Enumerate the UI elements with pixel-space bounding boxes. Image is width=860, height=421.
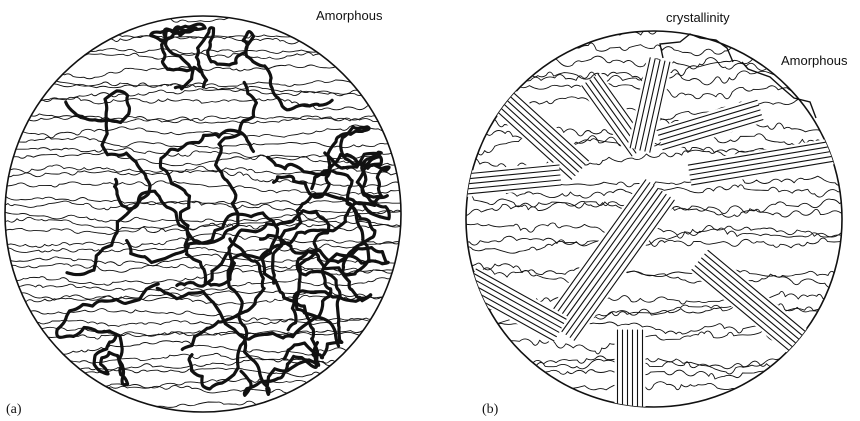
thin-chain [0, 341, 422, 355]
thin-chain [0, 264, 415, 274]
amorphous-label-b: Amorphous [781, 54, 847, 67]
amorphous-chain [456, 26, 856, 41]
amorphous-chain [456, 381, 860, 397]
thin-chain [0, 359, 413, 374]
lamella-line [558, 189, 658, 329]
panel-b-label: (b) [482, 403, 498, 417]
thin-chain [0, 137, 417, 149]
thin-chain [0, 396, 414, 409]
thin-chain [0, 368, 413, 377]
lamella-backing [462, 266, 567, 343]
thin-chain [0, 65, 415, 79]
panel-b-diagram [454, 26, 860, 420]
lamella-line [695, 266, 815, 366]
thin-chain [0, 113, 414, 124]
panel-a-diagram [0, 7, 423, 421]
lamella-line [698, 262, 818, 362]
lamella-line [468, 72, 578, 172]
panel-b-crystalline-lamellae [454, 57, 842, 420]
crystallinity-label: crystallinity [666, 11, 730, 24]
thick-chain [274, 127, 388, 198]
panel-a-thin-chains [0, 7, 423, 421]
crystallinity-bracket [660, 34, 733, 62]
amorphous-chain [456, 268, 860, 288]
thin-chain [0, 385, 419, 395]
thin-chain [0, 379, 419, 394]
thin-chain [0, 89, 412, 102]
thin-chain [0, 233, 412, 247]
amorphous-label-a: Amorphous [316, 9, 382, 22]
thin-chain [0, 116, 412, 124]
lamella-line [705, 254, 825, 354]
amorphous-chain [456, 356, 854, 375]
lamella-line [465, 76, 575, 176]
thin-chain [0, 309, 420, 322]
lamella-line [475, 65, 585, 165]
lamella-line [554, 186, 654, 326]
amorphous-chain [456, 352, 860, 369]
lamella-line [472, 68, 582, 168]
panel-a-label: (a) [6, 403, 22, 417]
lamella-backing [615, 330, 646, 420]
